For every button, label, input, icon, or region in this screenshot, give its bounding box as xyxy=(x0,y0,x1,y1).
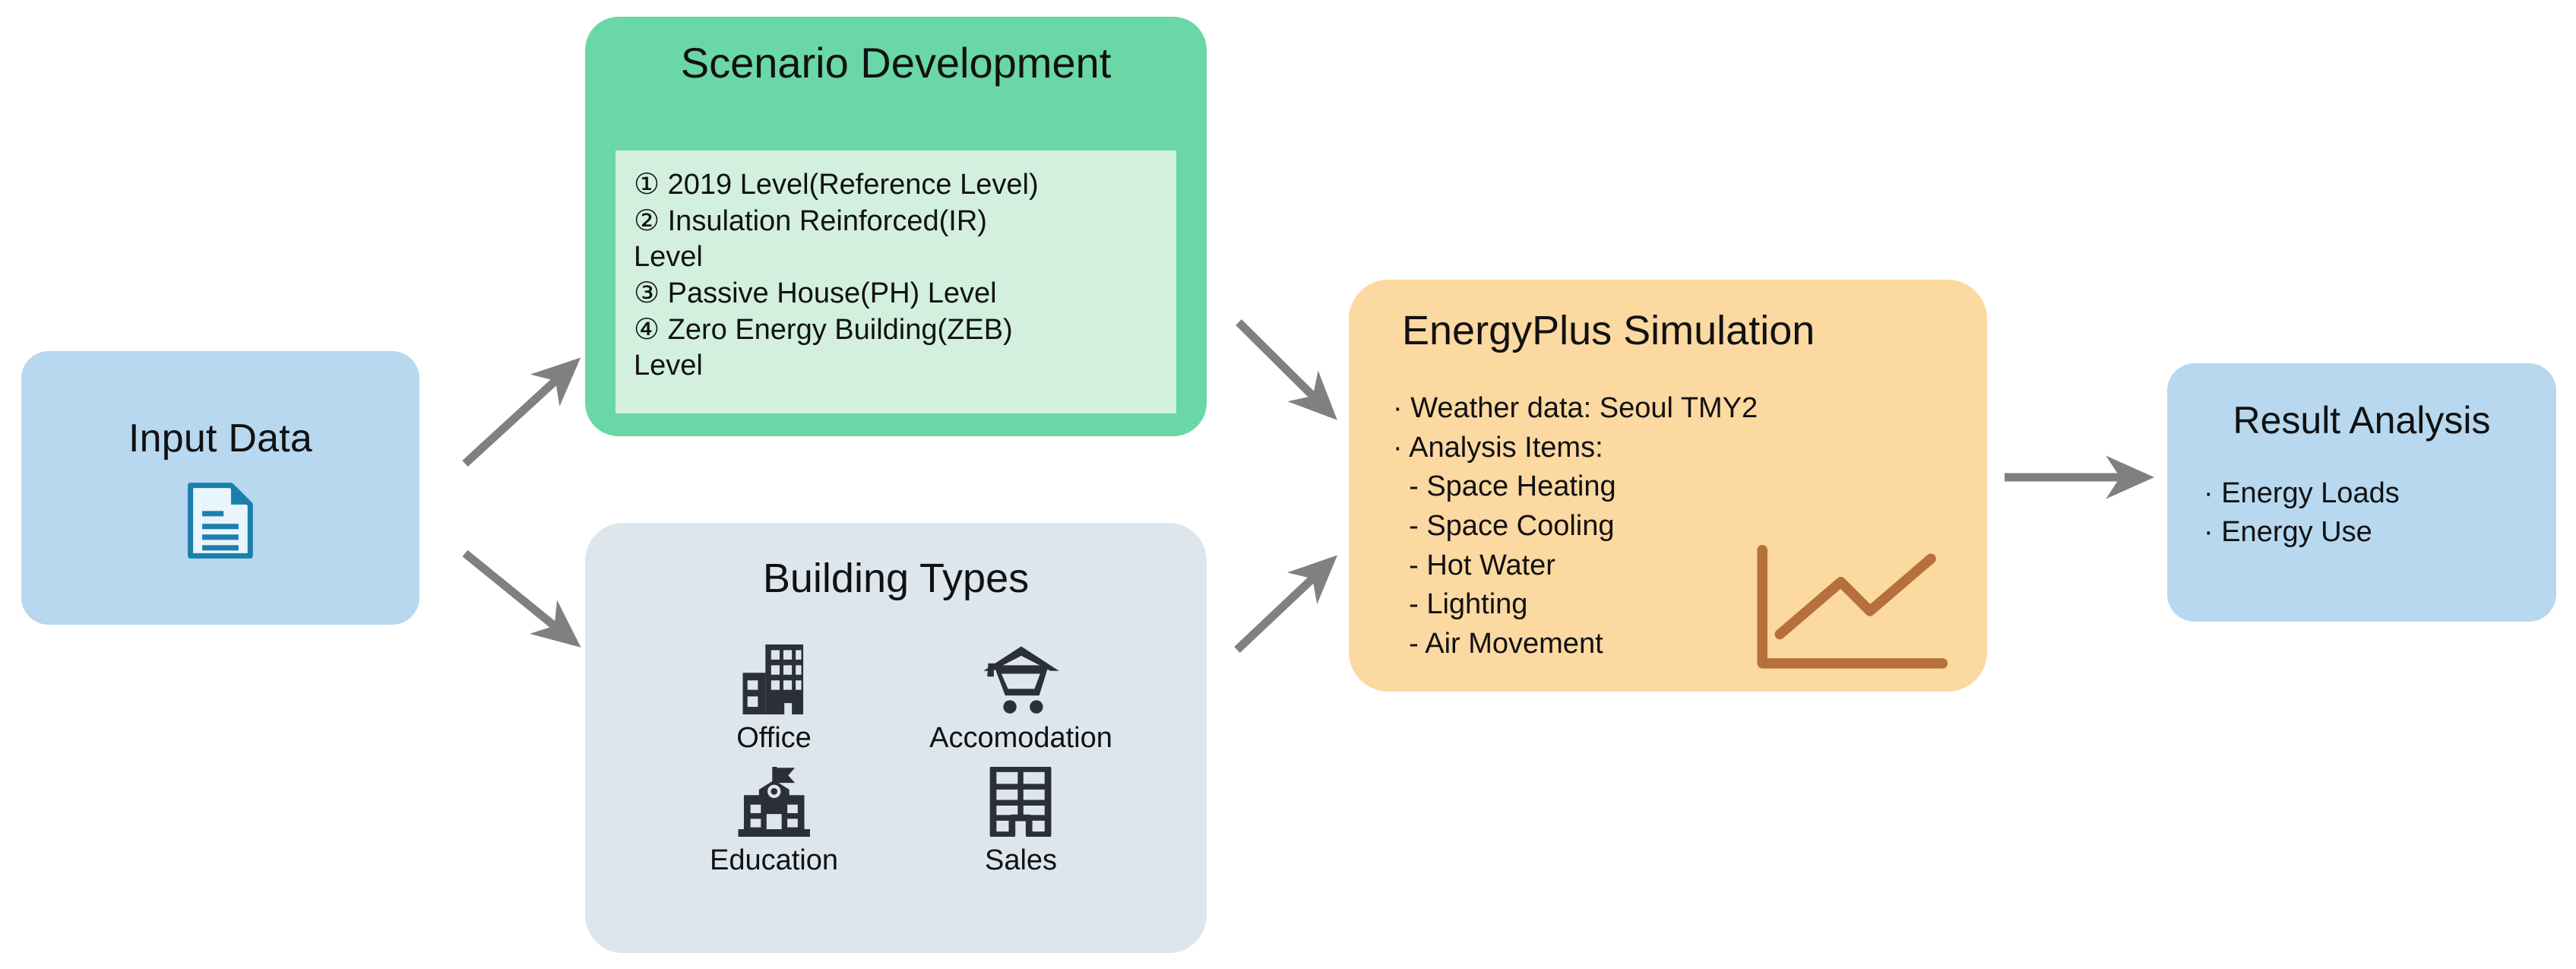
result-analysis-line: · Energy Use xyxy=(2204,516,2372,549)
scenario-item: ② Insulation Reinforced(IR) Level xyxy=(634,205,987,273)
building-types-grid: Office Accomodation xyxy=(650,644,1144,877)
building-type-label: Office xyxy=(736,722,812,754)
energyplus-line: - Space Heating xyxy=(1393,470,1616,503)
node-energyplus-simulation[interactable]: EnergyPlus Simulation · Weather data: Se… xyxy=(1349,280,1987,692)
building-types-title: Building Types xyxy=(762,556,1030,601)
result-analysis-line: · Energy Loads xyxy=(2204,477,2400,509)
scenario-item: ④ Zero Energy Building(ZEB) Level xyxy=(634,314,1013,382)
building-type-label: Education xyxy=(709,844,838,876)
energyplus-line: - Lighting xyxy=(1393,588,1528,621)
node-scenario-development[interactable]: Scenario Development ① 2019 Level(Refere… xyxy=(585,17,1207,436)
result-analysis-lines: · Energy Loads · Energy Use xyxy=(2204,474,2400,553)
input-data-title: Input Data xyxy=(128,416,312,461)
building-type-label: Sales xyxy=(984,844,1058,876)
scenario-item: ③ Passive House(PH) Level xyxy=(634,277,997,310)
node-building-types[interactable]: Building Types xyxy=(585,523,1207,953)
energyplus-line: - Hot Water xyxy=(1393,549,1555,581)
energyplus-line: · Analysis Items: xyxy=(1393,431,1603,464)
shopping-cart-icon xyxy=(983,644,1060,714)
building-type-office[interactable]: Office xyxy=(650,644,897,755)
result-analysis-title: Result Analysis xyxy=(2233,399,2491,442)
energyplus-title: EnergyPlus Simulation xyxy=(1402,308,1815,353)
school-building-icon xyxy=(736,767,812,837)
building-type-label: Accomodation xyxy=(929,722,1112,754)
building-type-education[interactable]: Education xyxy=(650,767,897,877)
scenario-list: ① 2019 Level(Reference Level) ② Insulati… xyxy=(616,150,1176,413)
arrow-input-to-building xyxy=(462,549,581,648)
line-chart-icon xyxy=(1747,544,1952,678)
building-type-accomodation[interactable]: Accomodation xyxy=(897,644,1144,755)
energyplus-line: - Air Movement xyxy=(1393,628,1603,660)
scenario-item: ① 2019 Level(Reference Level) xyxy=(634,169,1039,201)
building-type-sales[interactable]: Sales xyxy=(897,767,1144,877)
energyplus-line: - Space Cooling xyxy=(1393,510,1615,543)
node-result-analysis[interactable]: Result Analysis · Energy Loads · Energy … xyxy=(2167,363,2556,622)
arrow-building-to-energyplus xyxy=(1234,555,1338,654)
energyplus-lines: · Weather data: Seoul TMY2 · Analysis It… xyxy=(1393,389,1925,664)
arrow-input-to-scenario xyxy=(462,357,581,467)
energyplus-line: · Weather data: Seoul TMY2 xyxy=(1393,392,1758,424)
arrow-scenario-to-energyplus xyxy=(1236,319,1337,420)
office-building-icon xyxy=(741,644,807,714)
node-input-data[interactable]: Input Data xyxy=(21,351,419,625)
document-icon xyxy=(185,481,255,560)
apartment-building-icon xyxy=(989,767,1052,837)
scenario-title: Scenario Development xyxy=(680,39,1112,87)
